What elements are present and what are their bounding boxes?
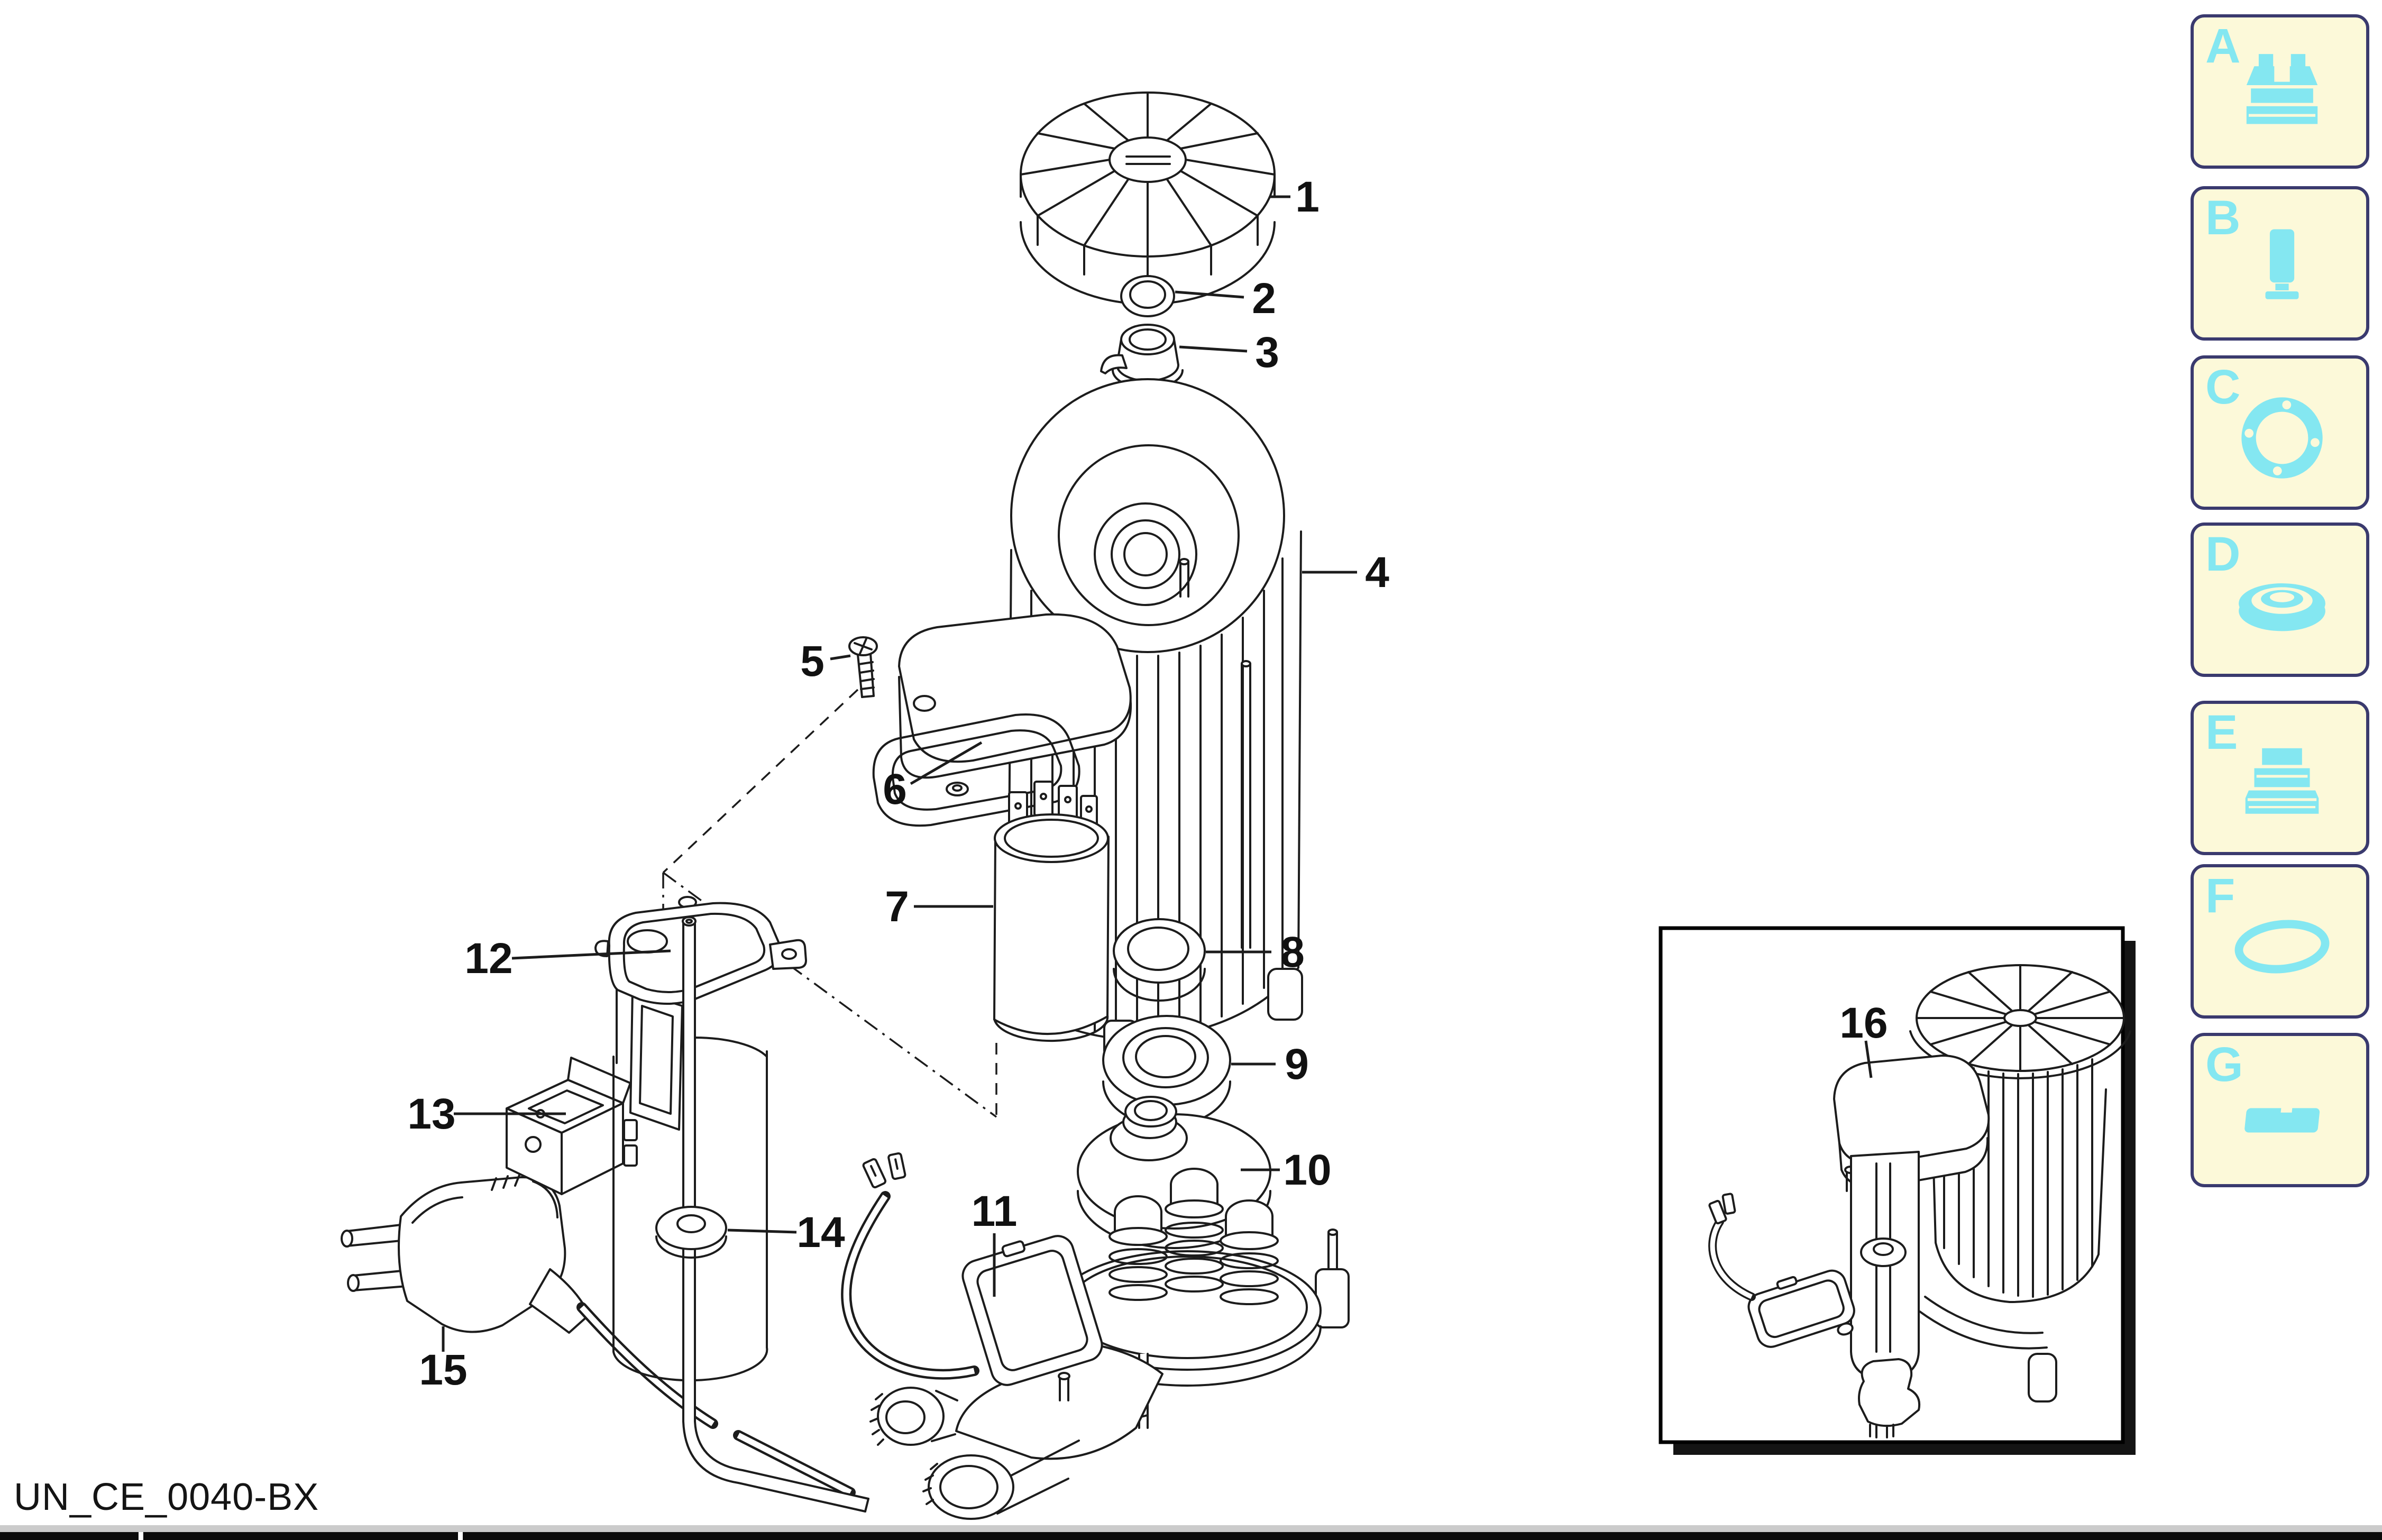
capacitor-drawing xyxy=(993,781,1110,1042)
part-callout-2: 2 xyxy=(1252,274,1276,323)
thumbnail-d[interactable]: D xyxy=(2191,522,2369,677)
part-callout-13: 13 xyxy=(407,1090,455,1138)
stepped-adapter-icon xyxy=(2245,748,2319,814)
part-callout-3: 3 xyxy=(1255,328,1279,377)
thumbnail-e-letter: E xyxy=(2205,705,2238,759)
thumbnail-b-letter: B xyxy=(2205,191,2241,245)
part-callout-5: 5 xyxy=(800,637,824,685)
o-ring-icon xyxy=(2234,920,2330,974)
callout-labels: 1 2 3 4 5 6 7 8 9 10 11 12 13 14 15 16 xyxy=(407,173,1888,1394)
thumbnail-e[interactable]: E xyxy=(2191,701,2369,855)
part-callout-14: 14 xyxy=(796,1208,845,1257)
drawing-code-label: UN_CE_0040-BX xyxy=(14,1476,319,1518)
shaft-key-icon xyxy=(2244,1105,2320,1133)
hose-grommet-drawing xyxy=(655,1206,727,1259)
table-column-gap xyxy=(139,1532,143,1540)
seal-ring-drawing xyxy=(1113,918,1206,1002)
part-callout-12: 12 xyxy=(464,934,512,983)
thumbnail-c[interactable]: C xyxy=(2191,355,2369,510)
part-callout-15: 15 xyxy=(419,1346,467,1394)
capacitor-cover-drawing xyxy=(872,613,1132,827)
inset-assembled-view xyxy=(1659,926,2136,1455)
thumbnail-c-letter: C xyxy=(2205,360,2241,414)
switch-drawing xyxy=(506,1057,638,1195)
fan-wheel-drawing xyxy=(1020,91,1276,305)
float-container-drawing xyxy=(594,896,869,1512)
thumbnail-g-letter: G xyxy=(2205,1038,2243,1092)
thumbnail-g[interactable]: G xyxy=(2191,1033,2369,1187)
power-plug-drawing xyxy=(341,1174,856,1498)
wobble-plate-drawing xyxy=(1077,1096,1271,1249)
part-callout-1: 1 xyxy=(1295,173,1320,221)
thumbnail-d-letter: D xyxy=(2205,527,2241,581)
screw-drawing xyxy=(848,636,878,698)
table-column-gap xyxy=(458,1532,463,1540)
part-callout-8: 8 xyxy=(1280,928,1305,976)
thumbnail-a[interactable]: A xyxy=(2191,14,2369,169)
grooved-seal-ring-icon xyxy=(2239,583,2325,631)
thumbnail-b[interactable]: B xyxy=(2191,186,2369,341)
thumbnail-f-letter: F xyxy=(2205,869,2236,923)
part-thumbnails-sidebar: A B C xyxy=(2191,0,2369,1195)
part-callout-11: 11 xyxy=(972,1187,1018,1235)
part-callout-9: 9 xyxy=(1285,1040,1309,1088)
pump-assembly-drawing xyxy=(841,1152,1350,1520)
footer-divider-gray xyxy=(0,1525,2382,1532)
part-callout-16: 16 xyxy=(1839,999,1888,1047)
leader-lines xyxy=(442,195,1873,1352)
bushing-icon xyxy=(2265,229,2299,299)
flange-gasket-icon xyxy=(2241,397,2323,479)
cable-connector-icon xyxy=(2246,54,2318,124)
part-callout-7: 7 xyxy=(885,883,909,931)
part-callout-4: 4 xyxy=(1365,548,1389,597)
washer-drawing xyxy=(1120,275,1175,317)
part-callout-6: 6 xyxy=(883,765,907,813)
thumbnail-f[interactable]: F xyxy=(2191,864,2369,1019)
thumbnail-a-letter: A xyxy=(2205,19,2241,73)
table-top-border xyxy=(0,1532,2382,1540)
part-callout-10: 10 xyxy=(1283,1146,1331,1194)
